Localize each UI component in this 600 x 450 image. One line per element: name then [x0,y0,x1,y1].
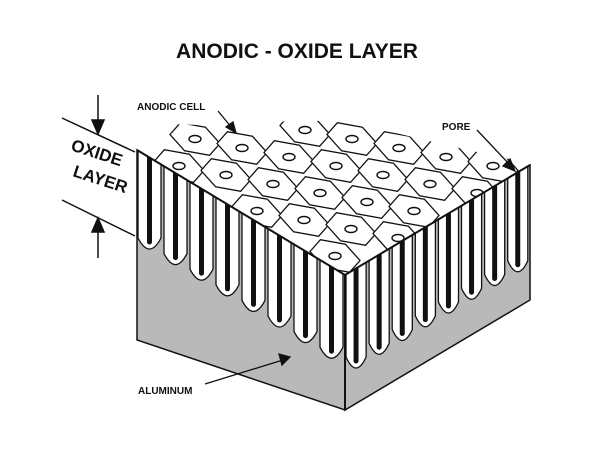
pore-opening [188,134,202,144]
pore-arrow [476,129,517,173]
pore-label: PORE [442,122,471,133]
pore-opening [297,215,311,225]
pore-opening [344,224,358,234]
anodic-cells [153,120,519,273]
pore-opening [329,161,343,171]
pore-opening [345,134,359,144]
pore-opening [439,152,453,162]
pore-opening [407,206,421,216]
pore-opening [313,188,327,198]
anodic-cell-arrow [217,110,238,135]
pore-opening [360,197,374,207]
pore-opening [391,233,405,243]
oxide-columns-right [345,165,529,369]
aluminum-label: ALUMINUM [138,386,192,397]
pore-opening [219,170,233,180]
pore-opening [250,206,264,216]
pore-opening [486,161,500,171]
pore-opening [172,161,186,171]
pore-opening [235,143,249,153]
anodic-cell-label: ANODIC CELL [137,102,205,113]
pore-opening [298,125,312,135]
aluminum-arrow [204,353,292,385]
pore-opening [328,251,342,261]
pore-opening [266,179,280,189]
pore-opening [282,152,296,162]
oxide-thickness-indicator [61,95,136,258]
diagram-title: ANODIC - OXIDE LAYER [176,40,418,63]
pore-opening [376,170,390,180]
oxide-columns-left [137,150,344,359]
pore-opening [423,179,437,189]
layer-label: LAYER [71,162,130,197]
pore-opening [392,143,406,153]
